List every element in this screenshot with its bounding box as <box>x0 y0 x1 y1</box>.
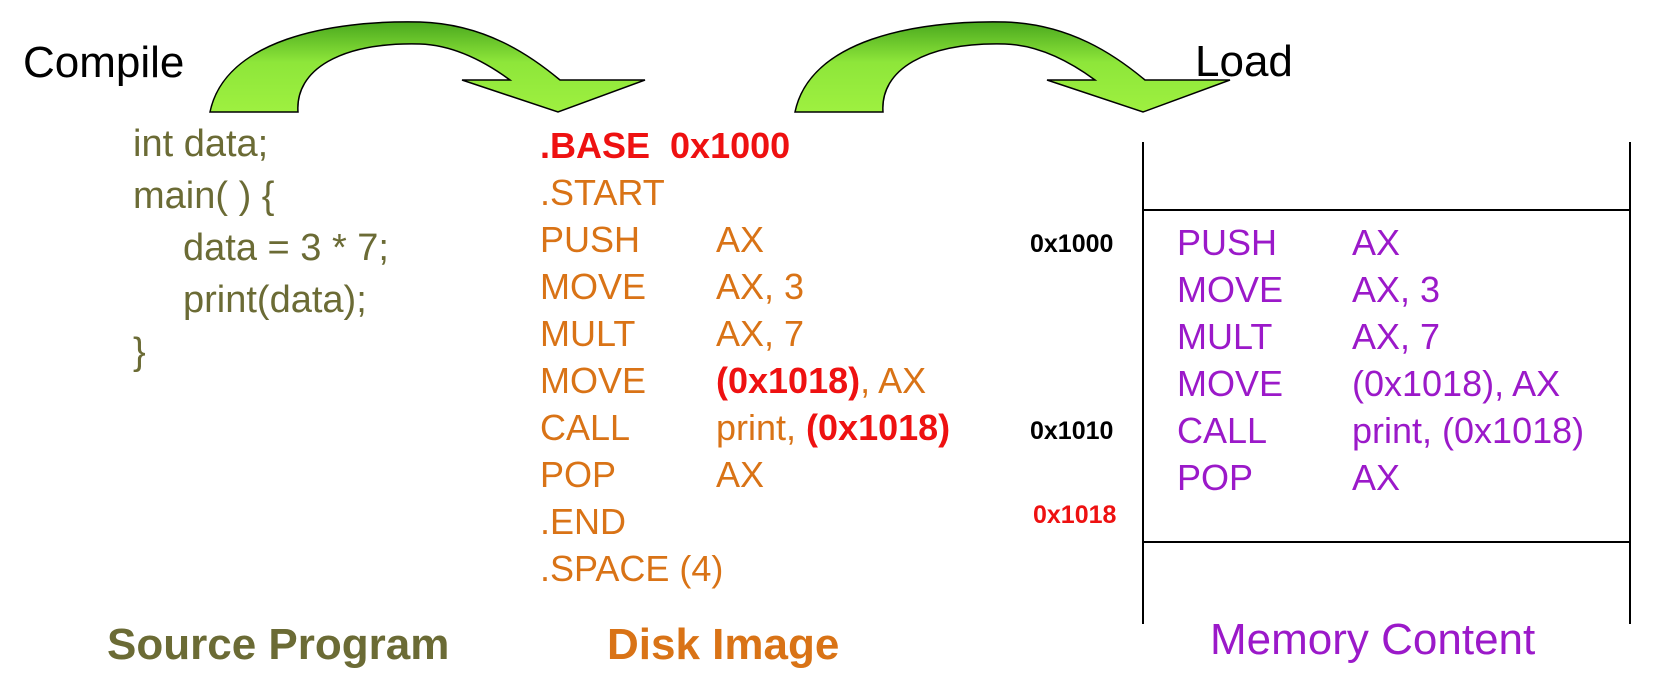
memory-bottom-divider <box>1142 541 1631 543</box>
disk-op: MULT <box>540 313 636 354</box>
source-line: main( ) { <box>133 175 275 217</box>
address-label: 0x1018 <box>1033 501 1117 529</box>
memory-left-border <box>1142 142 1144 624</box>
disk-op: PUSH <box>540 219 641 260</box>
load-arrow <box>794 21 1231 113</box>
memory-arg: AX, 7 <box>1352 316 1441 357</box>
memory-content-caption: Memory Content <box>1210 615 1536 664</box>
memory-op: MOVE <box>1177 269 1284 310</box>
memory-top-divider <box>1142 209 1631 211</box>
disk-image-caption: Disk Image <box>607 620 840 669</box>
memory-arg: print, (0x1018) <box>1352 410 1585 451</box>
disk-arg-rest: , AX <box>860 360 927 401</box>
source-line: data = 3 * 7; <box>183 227 389 269</box>
source-line: print(data); <box>183 279 367 321</box>
memory-arg: AX <box>1352 457 1401 498</box>
memory-arg: (0x1018), AX <box>1352 363 1561 404</box>
start-directive: .START <box>540 172 665 213</box>
disk-op: CALL <box>540 407 631 448</box>
address-label: 0x1000 <box>1030 230 1114 258</box>
memory-op: CALL <box>1177 410 1268 451</box>
disk-arg: AX, 3 <box>716 266 805 307</box>
disk-op: POP <box>540 454 617 495</box>
memory-op: MULT <box>1177 316 1273 357</box>
base-directive: .BASE 0x1000 <box>540 125 791 166</box>
source-program-caption: Source Program <box>107 620 450 669</box>
disk-op: MOVE <box>540 266 647 307</box>
address-label: 0x1010 <box>1030 417 1114 445</box>
disk-arg: AX, 7 <box>716 313 805 354</box>
load-label: Load <box>1195 37 1293 86</box>
address-highlight: (0x1018) <box>806 407 951 448</box>
compile-label: Compile <box>23 38 185 87</box>
space-directive: .SPACE (4) <box>540 548 724 589</box>
source-line: } <box>133 331 146 373</box>
memory-op: MOVE <box>1177 363 1284 404</box>
memory-arg: AX <box>1352 222 1401 263</box>
memory-op: POP <box>1177 457 1254 498</box>
disk-arg: AX <box>716 454 765 495</box>
disk-arg-pre: print, <box>716 407 807 448</box>
address-highlight: (0x1018) <box>716 360 861 401</box>
memory-arg: AX, 3 <box>1352 269 1441 310</box>
source-line: int data; <box>133 123 269 165</box>
memory-op: PUSH <box>1177 222 1278 263</box>
end-directive: .END <box>540 501 627 542</box>
memory-right-border <box>1629 142 1631 624</box>
disk-arg: print, (0x1018) <box>716 407 950 449</box>
compile-arrow <box>209 21 646 113</box>
disk-arg: AX <box>716 219 765 260</box>
disk-op: MOVE <box>540 360 647 401</box>
disk-arg: (0x1018), AX <box>716 360 926 402</box>
